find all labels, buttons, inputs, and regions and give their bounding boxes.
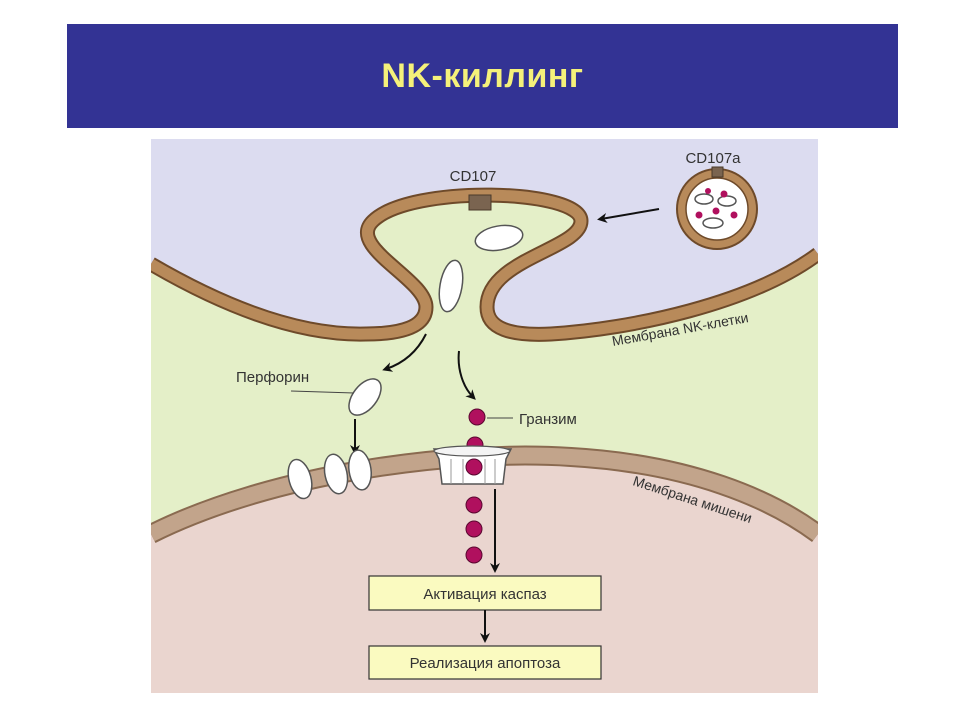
cd107a-label: CD107a xyxy=(685,150,741,167)
perforin-pores xyxy=(287,449,372,500)
granule xyxy=(438,259,464,313)
vesicle-fusion-arrow xyxy=(597,208,660,223)
perforin-leader-line xyxy=(290,390,355,394)
granzyme-label: Гранзим xyxy=(519,411,577,428)
perforin-release-arrow xyxy=(382,333,427,372)
cd107-label: CD107 xyxy=(450,168,497,185)
granzyme-molecule xyxy=(465,520,483,538)
granzyme-molecule xyxy=(468,408,486,426)
granzyme-molecule xyxy=(465,546,483,564)
apoptosis-label: Реализация апоптоза xyxy=(410,655,561,672)
apoptosis-box xyxy=(368,645,602,680)
caspase-activation-label: Активация каспаз xyxy=(423,586,546,603)
granzyme-release-arrow xyxy=(457,350,476,400)
target-cell-cytoplasm xyxy=(151,455,818,693)
membrane-pore-channel xyxy=(432,445,513,485)
granule xyxy=(474,224,524,252)
nk-cell-cytoplasm xyxy=(151,139,818,335)
slide-title: NK-киллинг xyxy=(381,56,584,95)
title-bar: NK-киллинг xyxy=(67,24,898,128)
granzyme-molecule xyxy=(465,496,483,514)
cd107-marker xyxy=(468,194,492,211)
granzyme-molecule xyxy=(465,458,483,476)
perforin-label: Перфорин xyxy=(236,369,309,386)
caspase-activation-box xyxy=(368,575,602,611)
cd107a-vesicle xyxy=(676,166,758,250)
perforin-molecule xyxy=(348,378,382,416)
nk-killing-diagram: CD107 CD107a xyxy=(151,139,818,693)
